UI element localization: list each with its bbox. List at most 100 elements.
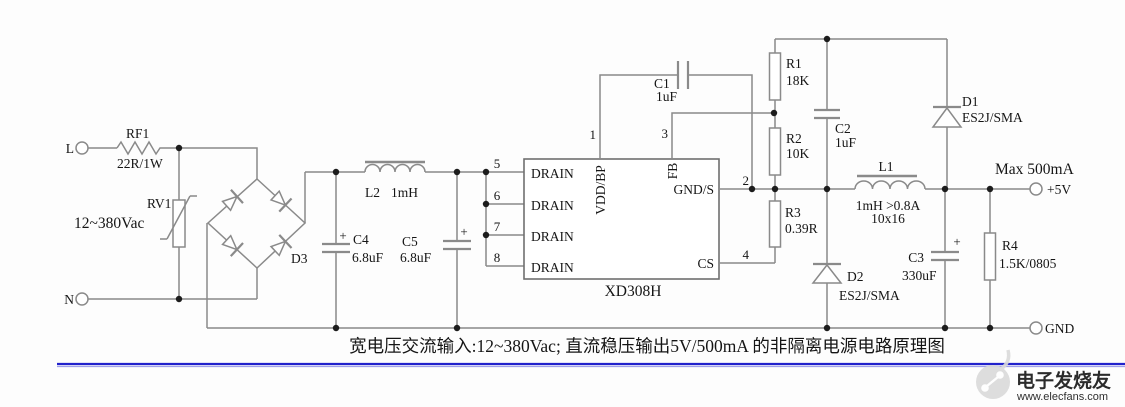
c3-ref: C3 — [908, 250, 924, 265]
r4-value: 1.5K/0805 — [999, 256, 1057, 271]
r4-ref: R4 — [1002, 238, 1018, 253]
inductor-l2: L2 1mH — [364, 160, 426, 200]
c4-plates — [322, 242, 350, 254]
watermark: 电子发烧友 www.elecfans.com — [976, 349, 1111, 403]
terminal-output-gnd — [1029, 321, 1043, 335]
d1-value: ES2J/SMA — [962, 110, 1023, 125]
d3-ref: D3 — [291, 251, 308, 266]
r1-ref: R1 — [786, 56, 802, 71]
c4-plus: + — [339, 228, 346, 243]
watermark-site: www.elecfans.com — [1016, 391, 1108, 403]
c2-plates — [814, 108, 840, 120]
drain-bus — [485, 171, 524, 267]
pin1-number: 1 — [590, 127, 597, 142]
pin3-number: 3 — [662, 126, 669, 141]
inductor-l1: L1 1mH >0.8A 10x16 — [854, 159, 926, 226]
resistor-r2 — [768, 127, 782, 176]
pin6-number: 6 — [494, 188, 501, 203]
l1-size: 10x16 — [871, 211, 905, 226]
terminal-neutral-label: N — [64, 292, 74, 307]
r4-body — [983, 232, 997, 281]
terminal-live-label: L — [66, 141, 74, 156]
capacitor-c4: + C4 6.8uF — [322, 172, 384, 328]
ic-part-number: XD308H — [605, 283, 662, 300]
watermark-brand: 电子发烧友 — [1016, 369, 1111, 392]
c2-ref: C2 — [835, 121, 851, 136]
pin8-number: 8 — [494, 250, 501, 265]
resistor-r3 — [768, 200, 782, 248]
ic-pad-drain1: DRAIN — [531, 166, 574, 181]
rv1-stroke — [160, 195, 197, 240]
r2-value: 10K — [786, 146, 810, 161]
pin5-number: 5 — [494, 156, 501, 171]
c1-value: 1uF — [656, 89, 678, 104]
d2-ref: D2 — [847, 269, 864, 284]
pin3-wire — [671, 112, 774, 159]
max-output-label: Max 500mA — [995, 161, 1075, 178]
terminal-output-pos-label: +5V — [1047, 182, 1071, 197]
d2-triangle — [811, 263, 843, 284]
terminal-neutral — [75, 292, 89, 306]
l2-ref: L2 — [365, 185, 380, 200]
r3-ref: R3 — [785, 205, 801, 220]
c5-value: 6.8uF — [400, 250, 432, 265]
rf1-ref: RF1 — [126, 126, 149, 141]
dc-filter-section: + C4 6.8uF L2 1mH + C5 6.8uF — [207, 160, 1030, 329]
rf1-value: 22R/1W — [117, 156, 163, 171]
c4-ref: C4 — [353, 232, 369, 247]
capacitor-c5: + C5 6.8uF — [400, 172, 471, 328]
c4-value: 6.8uF — [352, 250, 384, 265]
capacitor-c3: + C3 330uF — [902, 189, 961, 328]
c5-plates — [443, 239, 471, 251]
ic-pad-cs: CS — [697, 256, 714, 271]
ic-pad-vddbp: VDD/BP — [593, 165, 608, 215]
ic-pad-fb: FB — [665, 163, 680, 180]
pin2-number: 2 — [743, 173, 750, 188]
d1-ref: D1 — [962, 94, 979, 109]
diode-d1: D1 ES2J/SMA — [931, 39, 1023, 189]
varistor-rv1: RV1 12~380Vac — [74, 148, 197, 299]
ic-pad-drain4: DRAIN — [531, 260, 574, 275]
rv1-ref: RV1 — [147, 196, 171, 211]
bridge-diode-ul — [221, 189, 244, 212]
r3-value: 0.39R — [785, 221, 818, 236]
ic-xd308h: 5 6 7 8 DRAIN DRAIN DRAIN DRAIN VDD/BP F… — [485, 61, 855, 300]
blue-divider — [57, 362, 1125, 368]
input-range-label: 12~380Vac — [74, 215, 144, 232]
bridge-diode-ll — [221, 234, 244, 257]
d2-value: ES2J/SMA — [839, 288, 900, 303]
resistor-r4: R4 1.5K/0805 — [983, 189, 1057, 328]
output-section: L1 1mH >0.8A 10x16 + C3 330uF R4 1.5K/08… — [854, 159, 1075, 336]
l2-value: 1mH — [391, 185, 418, 200]
elecfans-logo-icon — [976, 349, 1011, 399]
pin7-number: 7 — [494, 219, 501, 234]
r1-value: 18K — [786, 73, 810, 88]
r2-ref: R2 — [786, 131, 802, 146]
terminal-live — [75, 141, 89, 155]
c2-value: 1uF — [835, 135, 857, 150]
pin1-wire — [599, 74, 753, 189]
pin4-number: 4 — [743, 247, 750, 262]
terminal-output-pos — [1029, 182, 1043, 196]
wire-to-bridge-top — [163, 147, 258, 179]
c1-ref: C1 — [654, 76, 670, 91]
ic-body — [523, 158, 720, 280]
bridge-diode-lr — [269, 234, 293, 257]
l1-coil — [854, 180, 926, 190]
bridge-rectifier-d3: D3 — [206, 172, 308, 328]
d1-triangle — [931, 106, 963, 128]
ic-pad-drain2: DRAIN — [531, 198, 574, 213]
l1-ref: L1 — [879, 159, 894, 174]
c3-plates — [931, 250, 959, 262]
resistor-rf1-symbol — [116, 140, 163, 156]
l1-value: 1mH >0.8A — [856, 198, 921, 213]
bridge-diode-ur — [269, 189, 293, 213]
ic-pad-gnds: GND/S — [673, 182, 714, 197]
c3-value: 330uF — [902, 268, 937, 283]
schematic-caption: 宽电压交流输入:12~380Vac; 直流稳压输出5V/500mA 的非隔离电源… — [349, 336, 945, 356]
ic-pad-drain3: DRAIN — [531, 229, 574, 244]
c5-ref: C5 — [402, 234, 418, 249]
terminal-output-gnd-label: GND — [1045, 321, 1074, 336]
